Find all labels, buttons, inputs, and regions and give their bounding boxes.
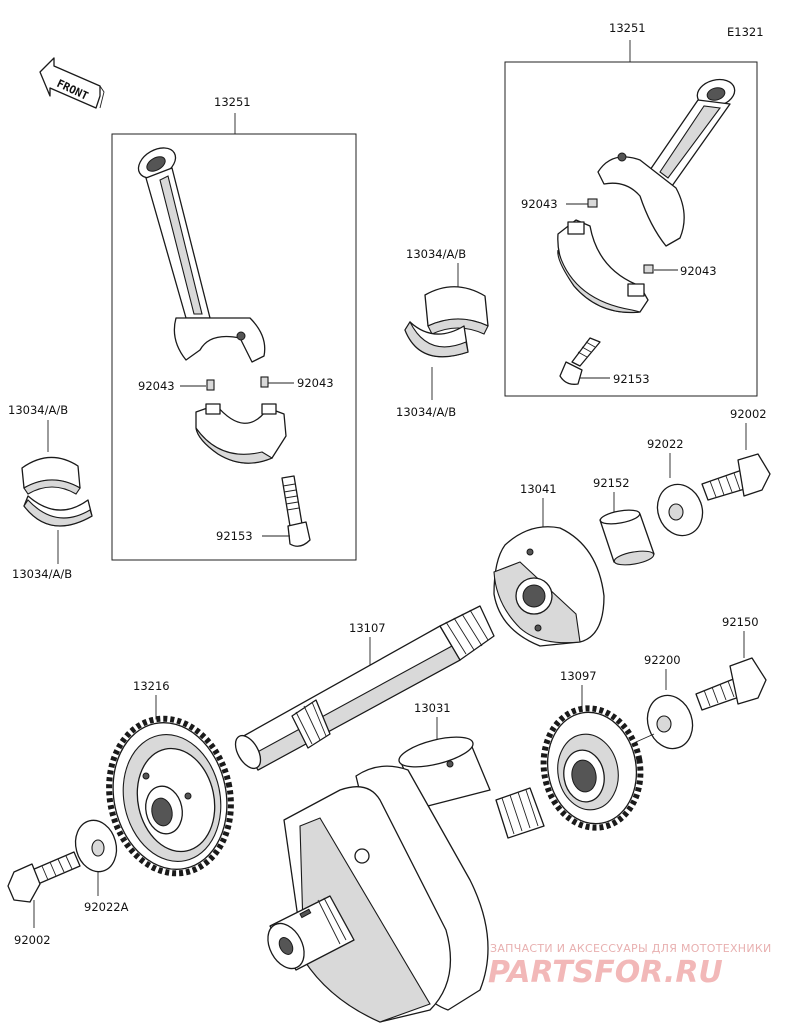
flange-bolt-mid — [695, 657, 767, 711]
watermark-brand: PARTSFOR.RU — [488, 955, 723, 990]
rod-assembly-left-box — [111, 133, 357, 561]
label-dowel-left-a: 92043 — [138, 379, 175, 393]
label-rod-right: 13251 — [609, 21, 646, 35]
bushing-sleeve — [599, 509, 655, 566]
label-bearing-left-top: 13034/A/B — [8, 403, 68, 417]
washer-left — [74, 819, 118, 873]
label-washer-left: 92022A — [84, 900, 129, 914]
label-dowel-right-a: 92043 — [521, 197, 558, 211]
rod-bolt-left — [281, 475, 311, 547]
rod-cap-left — [195, 403, 287, 464]
diagram-code: E1321 — [727, 25, 764, 39]
crankshaft — [267, 736, 545, 1023]
label-bearing-center-top: 13034/A/B — [406, 247, 466, 261]
label-shaft: 13107 — [349, 621, 386, 635]
label-bolt-left: 92153 — [216, 529, 253, 543]
label-bolt-mid: 92150 — [722, 615, 759, 629]
label-washer-mid: 92200 — [644, 653, 681, 667]
label-bushing: 92152 — [593, 476, 630, 490]
connecting-rod-left — [137, 147, 266, 363]
balancer-shaft — [234, 605, 495, 771]
label-dowel-right-b: 92043 — [680, 264, 717, 278]
label-bolt-top: 92002 — [730, 407, 767, 421]
rod-bolt-right — [559, 337, 601, 385]
label-bearing-left-bottom: 13034/A/B — [12, 567, 72, 581]
bearing-shell-center-top — [424, 286, 489, 335]
label-weight: 13041 — [520, 482, 557, 496]
label-dowel-left-b: 92043 — [297, 376, 334, 390]
rod-assembly-right-box — [504, 61, 758, 397]
bearing-shell-left-bottom — [23, 495, 93, 527]
label-gear-left: 13216 — [133, 679, 170, 693]
label-rod-left: 13251 — [214, 95, 251, 109]
label-gear-right: 13097 — [560, 669, 597, 683]
flange-bolt-left — [7, 851, 81, 903]
front-arrow-icon: FRONT — [39, 57, 105, 109]
connecting-rod-right — [597, 78, 736, 247]
bearing-shell-center-bottom — [404, 320, 469, 358]
washer-mid — [646, 694, 694, 750]
label-washer-top: 92022 — [647, 437, 684, 451]
watermark-tagline: ЗАПЧАСТИ И АКСЕССУАРЫ ДЛЯ МОТОТЕХНИКИ — [490, 942, 772, 955]
flange-bolt-top — [701, 453, 771, 501]
label-bolt-right: 92153 — [613, 372, 650, 386]
gear-13097 — [540, 705, 644, 831]
bearing-shell-left-top — [21, 456, 81, 495]
label-crankshaft: 13031 — [414, 701, 451, 715]
rod-cap-right — [557, 219, 649, 314]
washer-top — [656, 483, 704, 537]
gear-13216 — [106, 715, 234, 877]
balancer-weight — [493, 526, 605, 647]
label-bolt-left-bottom: 92002 — [14, 933, 51, 947]
label-bearing-center-bottom: 13034/A/B — [396, 405, 456, 419]
